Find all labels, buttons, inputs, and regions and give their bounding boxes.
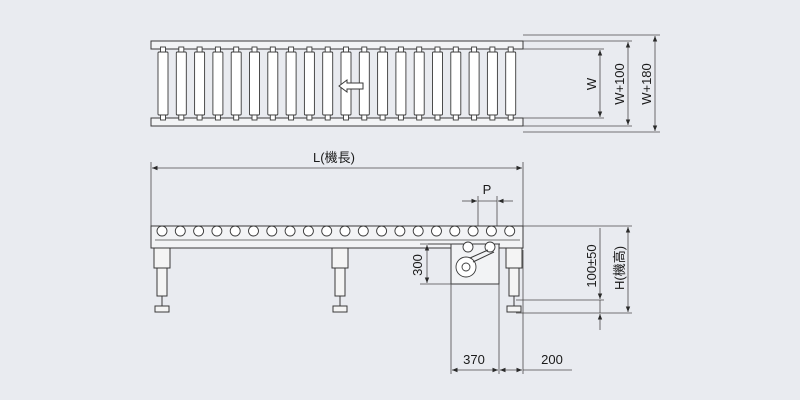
top-roller — [285, 51, 297, 116]
dim-label-w: W — [584, 77, 599, 90]
top-frame-lower-rail — [150, 117, 524, 127]
side-roller — [449, 225, 461, 237]
flow-direction-arrow — [338, 79, 364, 93]
dim-label-pitch: P — [483, 182, 492, 197]
side-roller-group — [155, 225, 520, 241]
side-roller — [248, 225, 259, 237]
side-roller — [284, 225, 296, 237]
dim-label-machine-height: H(機高) — [612, 246, 627, 290]
leg-group — [153, 247, 523, 313]
dim-label-w180: W+180 — [639, 63, 654, 105]
side-roller — [193, 225, 205, 237]
top-roller — [322, 51, 334, 116]
top-roller — [432, 51, 443, 116]
side-roller — [376, 225, 388, 237]
side-roller — [467, 225, 479, 237]
support-leg — [331, 247, 349, 313]
top-roller — [212, 51, 224, 116]
side-roller — [302, 225, 314, 237]
dim-label-adjust-height: 100±50 — [584, 244, 599, 287]
top-roller-group — [157, 46, 517, 121]
top-roller — [377, 51, 389, 116]
top-roller — [468, 51, 480, 116]
top-roller — [486, 51, 498, 116]
side-roller — [339, 225, 351, 237]
drive-unit — [428, 241, 500, 285]
top-roller — [505, 51, 517, 116]
side-roller — [266, 225, 278, 237]
side-roller — [156, 225, 168, 237]
top-roller — [267, 51, 279, 116]
side-roller — [485, 225, 497, 237]
side-roller — [211, 225, 223, 237]
top-roller — [157, 51, 169, 116]
top-roller — [413, 51, 425, 116]
top-roller — [249, 51, 260, 116]
dim-label-length: L(機長) — [313, 150, 355, 165]
side-roller — [412, 225, 424, 237]
drive-sprocket-upper — [484, 241, 496, 253]
dim-label-w100: W+100 — [612, 63, 627, 105]
top-roller — [230, 51, 242, 116]
side-roller — [394, 225, 406, 237]
side-roller — [357, 225, 369, 237]
top-roller — [395, 51, 407, 116]
dim-label-end-offset: 200 — [541, 352, 563, 367]
top-roller — [175, 51, 187, 116]
side-view: L(機長) P 300 — [150, 150, 632, 374]
top-roller — [450, 51, 462, 116]
top-view: W W+100 W+180 — [150, 34, 660, 133]
side-roller — [321, 225, 333, 237]
side-roller — [229, 225, 241, 237]
support-leg — [505, 247, 523, 313]
side-roller — [174, 225, 186, 237]
dim-label-drive-offset: 370 — [463, 352, 485, 367]
dim-label-drive-height: 300 — [410, 254, 425, 276]
side-roller — [431, 225, 442, 237]
top-roller — [194, 51, 206, 116]
top-roller — [303, 51, 315, 116]
side-roller — [504, 225, 516, 237]
support-leg — [153, 247, 171, 313]
top-frame-upper-rail — [150, 40, 524, 50]
